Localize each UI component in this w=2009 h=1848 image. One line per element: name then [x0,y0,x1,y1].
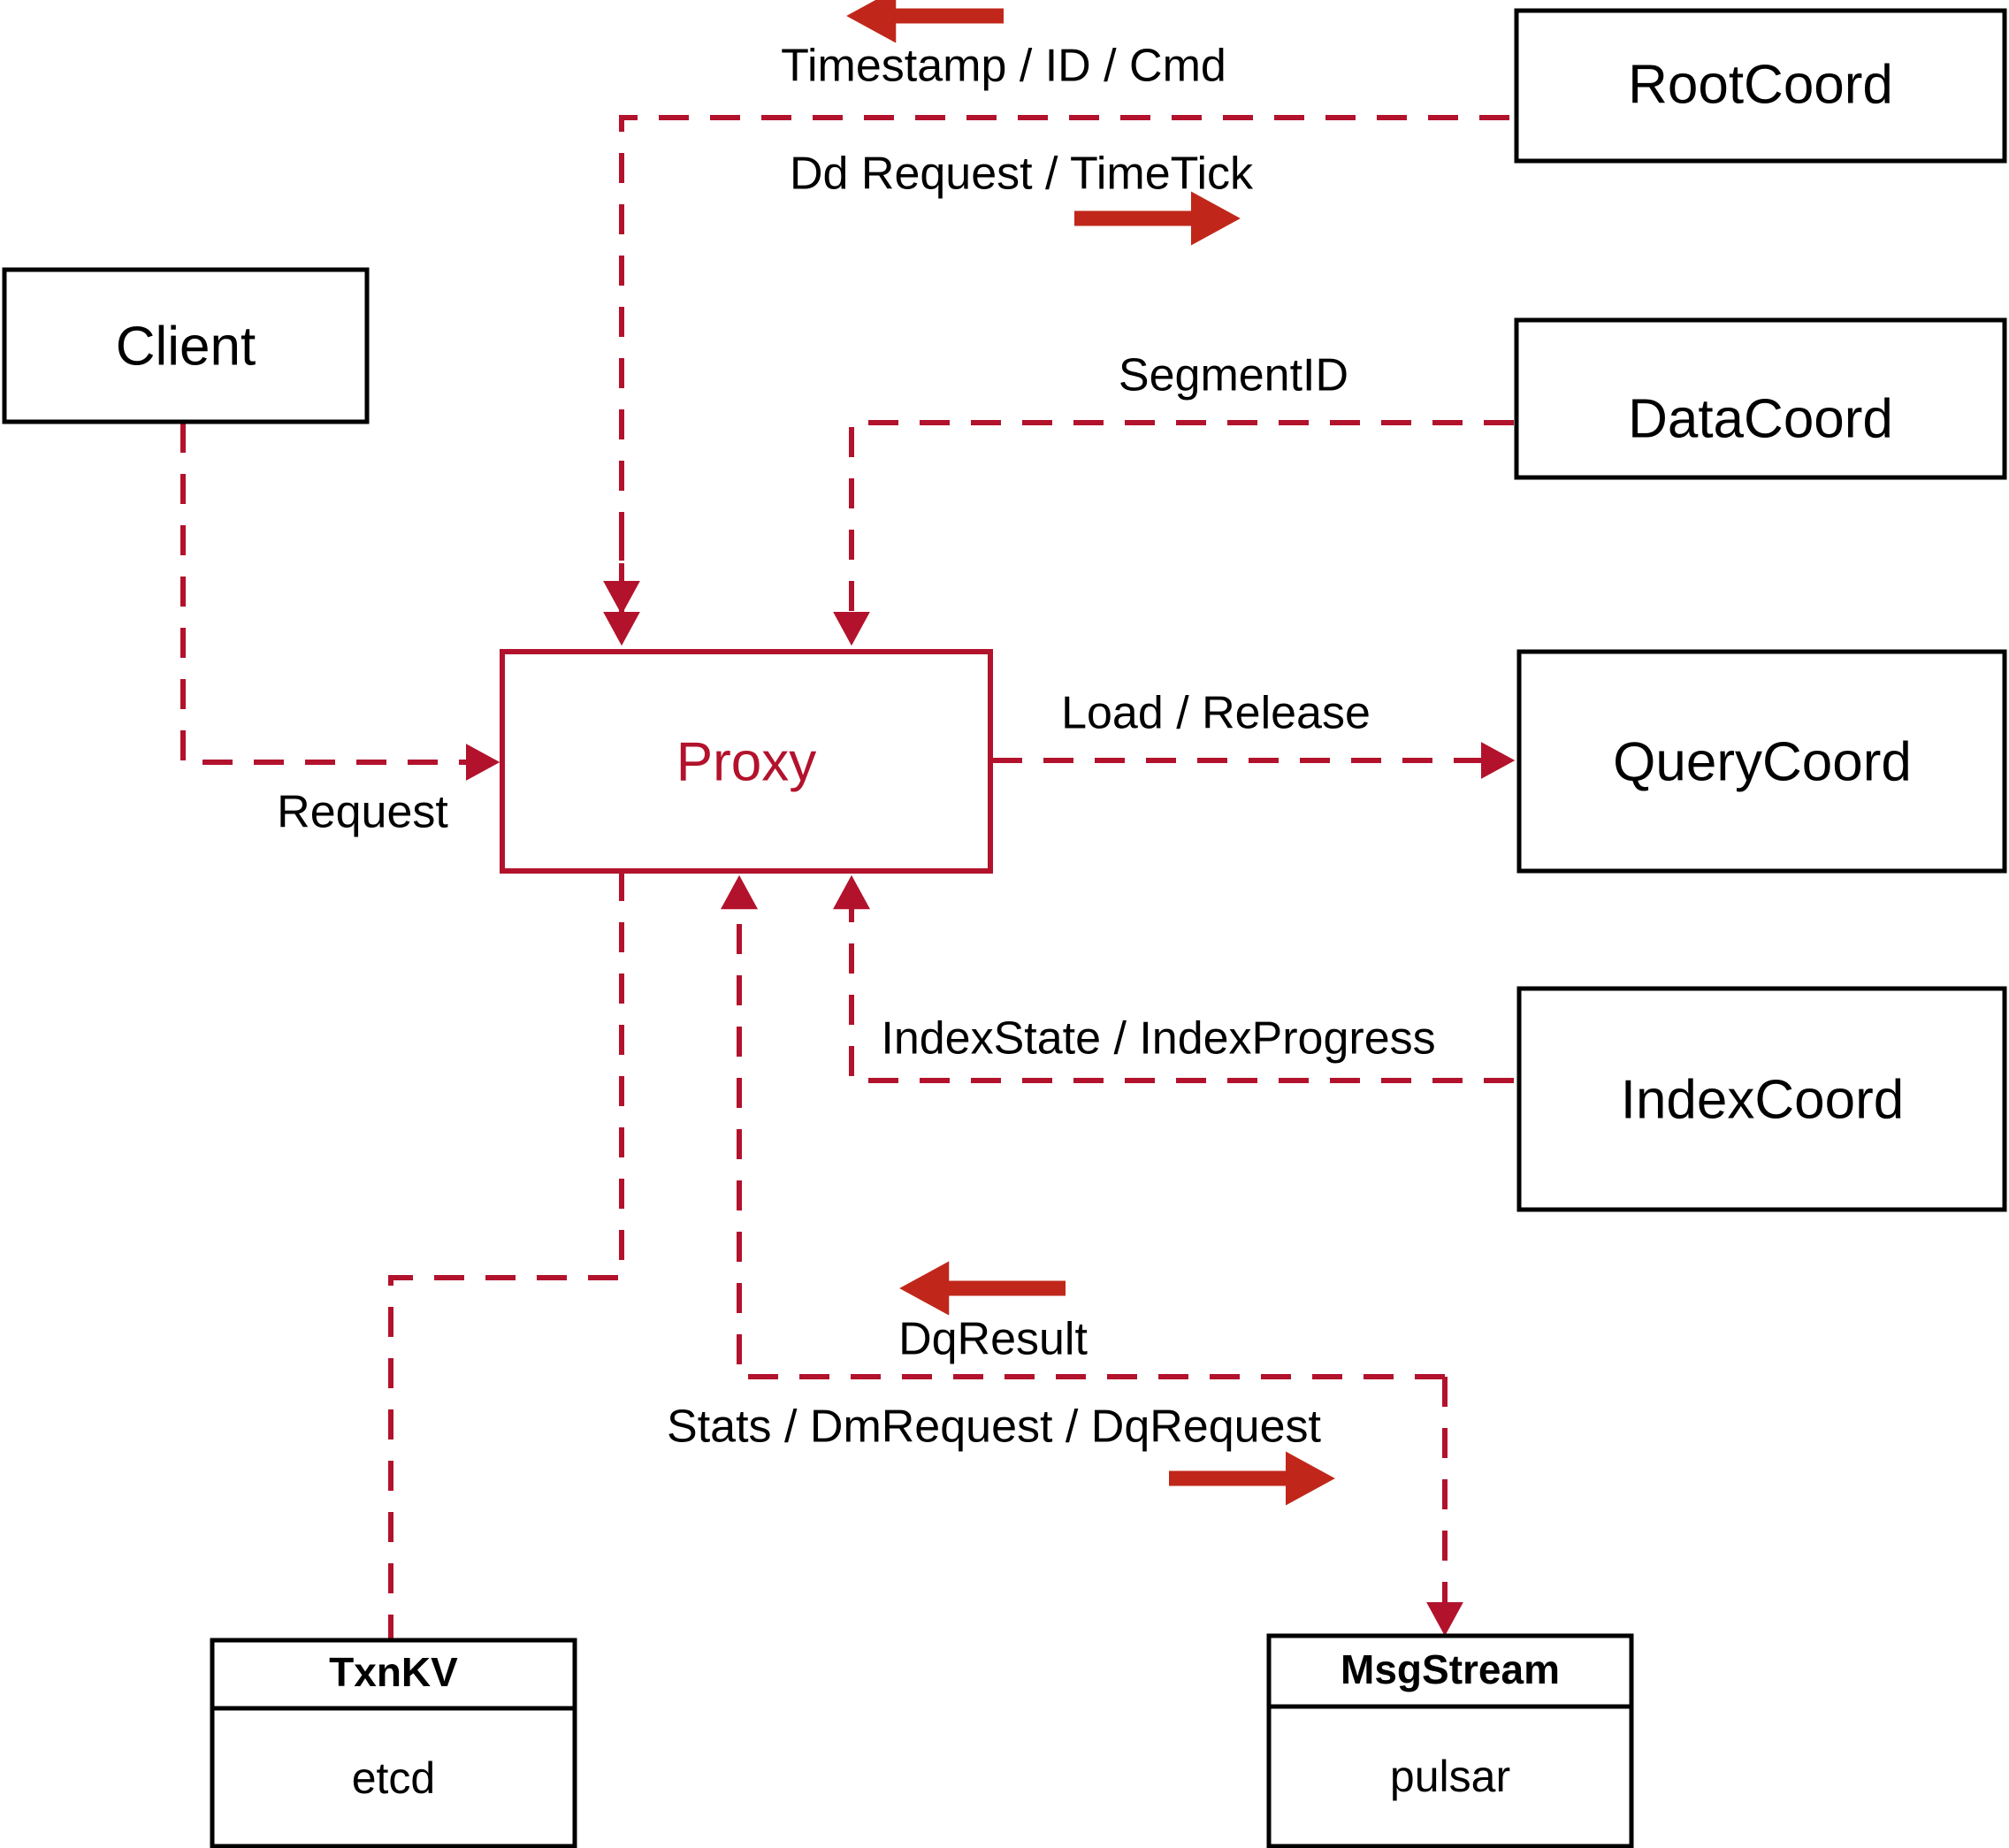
edge-label-dq-result: DqResult [898,1314,1088,1365]
flow-client-to-proxy [180,423,500,781]
node-client[interactable]: Client [2,267,370,424]
msgstream-impl: pulsar [1390,1752,1510,1801]
node-data-coord[interactable]: DataCoord [1514,317,2007,480]
txnkv-impl: etcd [352,1753,436,1803]
querycoord-label: QueryCoord [1613,731,1912,792]
client-box[interactable] [2,267,370,424]
msgstream-title: MsgStream [1341,1646,1560,1692]
proxy-box[interactable] [500,649,993,874]
proxy-label: Proxy [676,731,816,792]
rootcoord-box[interactable] [1514,8,2007,164]
client-label: Client [116,316,256,377]
datacoord-label: DataCoord [1628,388,1893,449]
edge-label-stats-dm-dq-request: Stats / DmRequest / DqRequest [667,1401,1321,1453]
node-query-coord[interactable]: QueryCoord [1516,649,2007,874]
datacoord-box[interactable] [1514,317,2007,480]
flow-rootcoord-proxy [603,115,1509,615]
flow-indexcoord-to-proxy [833,874,1514,1083]
node-index-coord[interactable]: IndexCoord [1516,986,2007,1212]
node-root-coord[interactable]: RootCoord [1514,8,2007,164]
edge-label-dd-request-timetick: Dd Request / TimeTick [790,149,1254,200]
edge-label-index-state-progress: IndexState / IndexProgress [881,1013,1435,1065]
node-proxy[interactable]: Proxy [500,649,993,874]
edge-label-request: Request [277,787,448,838]
msgstream-box[interactable] [1266,1633,1634,1848]
txnkv-title: TxnKV [329,1649,458,1695]
edge-label-segment-id: SegmentID [1119,350,1348,401]
indexcoord-label: IndexCoord [1621,1069,1905,1130]
rootcoord-label: RootCoord [1628,54,1893,115]
flow-msgstream-to-proxy [721,874,1445,1379]
flow-proxy-to-txnkv [388,871,624,1640]
txnkv-box[interactable] [210,1638,577,1848]
node-msgstream[interactable]: MsgStream pulsar [1266,1633,1634,1848]
querycoord-box[interactable] [1516,649,2007,874]
node-txnkv[interactable]: TxnKV etcd [210,1638,577,1848]
flow-datacoord-to-proxy [833,420,1514,646]
indexcoord-box[interactable] [1516,986,2007,1212]
edge-label-timestamp-id-cmd: Timestamp / ID / Cmd [781,41,1226,92]
edge-label-load-release: Load / Release [1061,688,1371,739]
